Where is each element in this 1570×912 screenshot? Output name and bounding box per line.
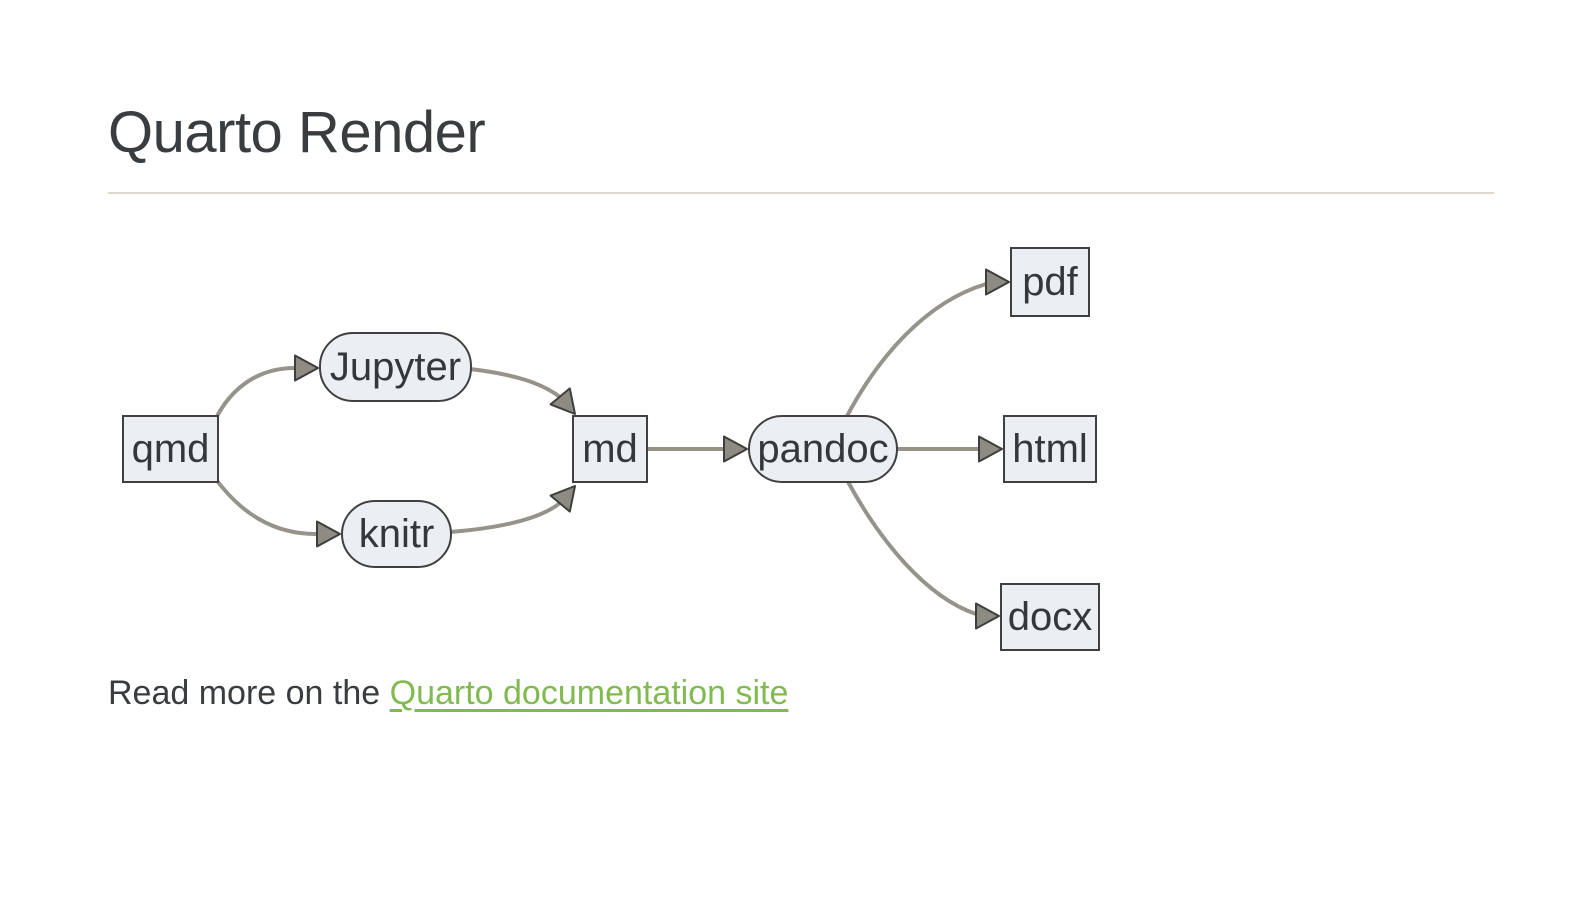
edge-qmd-to-knitr [213,476,318,536]
node-label: qmd [131,427,210,471]
arrowhead-md-to-pandoc [723,435,748,463]
arrowhead-jupyter-to-md [549,387,576,415]
title-divider [108,192,1494,194]
node-label: Jupyter [329,345,462,389]
node-label: pdf [1022,260,1078,304]
read-more-text: Read more on the [108,674,390,712]
arrowhead-pandoc-to-html [978,435,1003,463]
arrowhead-qmd-to-knitr [316,520,341,548]
quarto-docs-link[interactable]: Quarto documentation site [389,674,789,712]
arrowhead-qmd-to-jupyter [294,354,319,382]
edge-jupyter-to-md [468,367,562,399]
flowchart-node-pandoc: pandoc [748,415,898,483]
arrowhead-knitr-to-md [549,485,576,513]
flowchart-node-md: md [572,415,648,483]
flowchart-node-pdf: pdf [1010,247,1090,317]
node-label: docx [1007,595,1093,639]
flowchart-node-jupyter: Jupyter [319,332,472,402]
page-title: Quarto Render [108,100,486,165]
edge-qmd-to-jupyter [213,366,297,422]
flowchart-node-knitr: knitr [341,500,452,568]
flowchart-node-qmd: qmd [122,415,219,483]
edge-pandoc-to-docx [845,478,978,616]
arrowhead-pandoc-to-pdf [985,268,1010,296]
node-label: html [1012,427,1088,471]
node-label: pandoc [757,427,889,471]
edge-knitr-to-md [448,501,562,534]
node-label: knitr [358,512,435,556]
node-label: md [582,427,638,471]
read-more-paragraph: Read more on the Quarto documentation si… [108,672,788,715]
edge-pandoc-to-pdf [844,282,988,420]
flowchart-node-html: html [1003,415,1097,483]
flowchart-node-docx: docx [1000,583,1100,651]
arrowhead-pandoc-to-docx [975,602,1000,630]
